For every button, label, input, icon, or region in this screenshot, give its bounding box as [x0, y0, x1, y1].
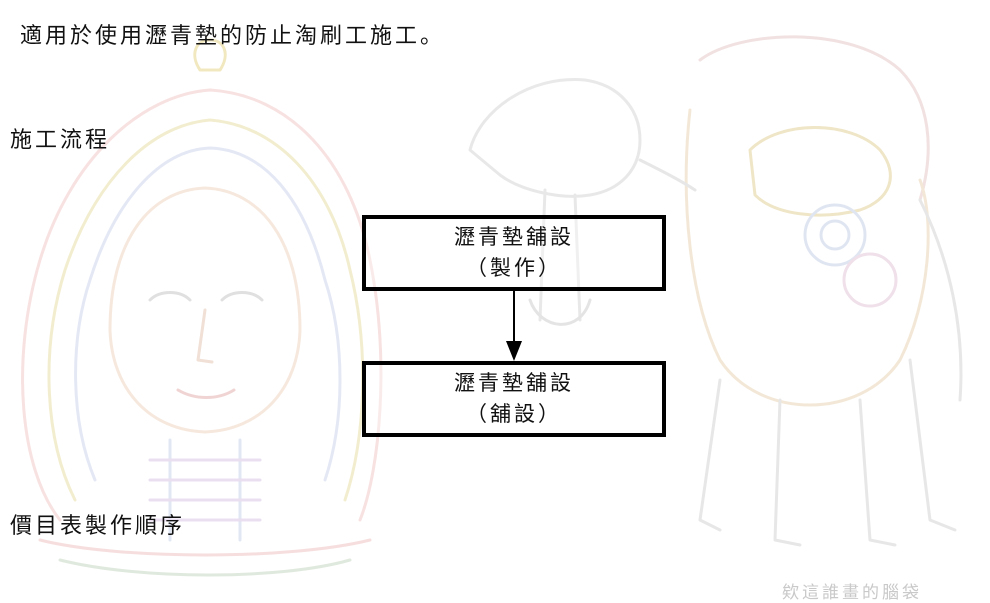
- pharaoh-mask-icon: [21, 38, 383, 577]
- flowchart-step-1: 瀝青墊舖設 （製作）: [362, 215, 666, 291]
- flowchart-step-2-title: 瀝青墊舖設: [454, 371, 574, 395]
- flowchart-step-2: 瀝青墊舖設 （舖設）: [362, 361, 666, 437]
- flowchart-arrow-icon: [506, 291, 522, 361]
- intro-paragraph: 適用於使用瀝青墊的防止淘刷工施工。: [20, 24, 446, 49]
- section-heading-price-list-order: 價目表製作順序: [10, 514, 186, 539]
- section-heading-construction-flow: 施工流程: [10, 128, 111, 153]
- flowchart-step-1-title: 瀝青墊舖設: [454, 225, 574, 249]
- flowchart-step-2-subtitle: （舖設）: [466, 402, 562, 426]
- flowchart-step-1-subtitle: （製作）: [466, 256, 562, 280]
